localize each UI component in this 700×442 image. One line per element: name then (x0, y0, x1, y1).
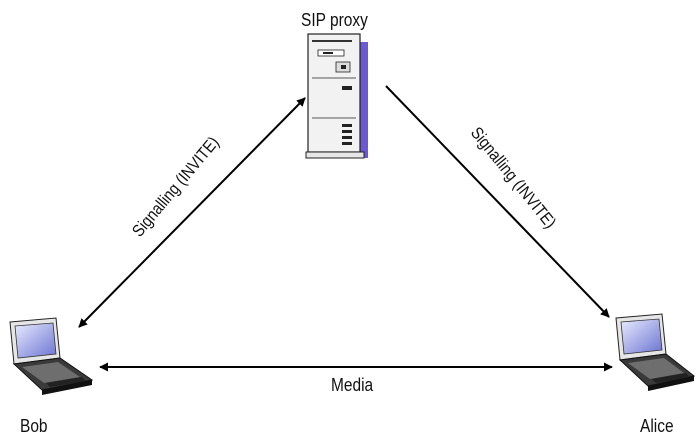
node-label-alice: Alice (640, 416, 674, 436)
edge-bob-proxy (78, 97, 306, 328)
laptop-icon (615, 313, 696, 391)
server-tower-icon (305, 33, 368, 159)
edge-label-media: Media (331, 375, 374, 395)
node-label-sip-proxy: SIP proxy (301, 10, 368, 30)
laptop-icon (9, 317, 94, 395)
edge-proxy-alice (385, 85, 610, 318)
node-label-bob: Bob (20, 416, 48, 436)
